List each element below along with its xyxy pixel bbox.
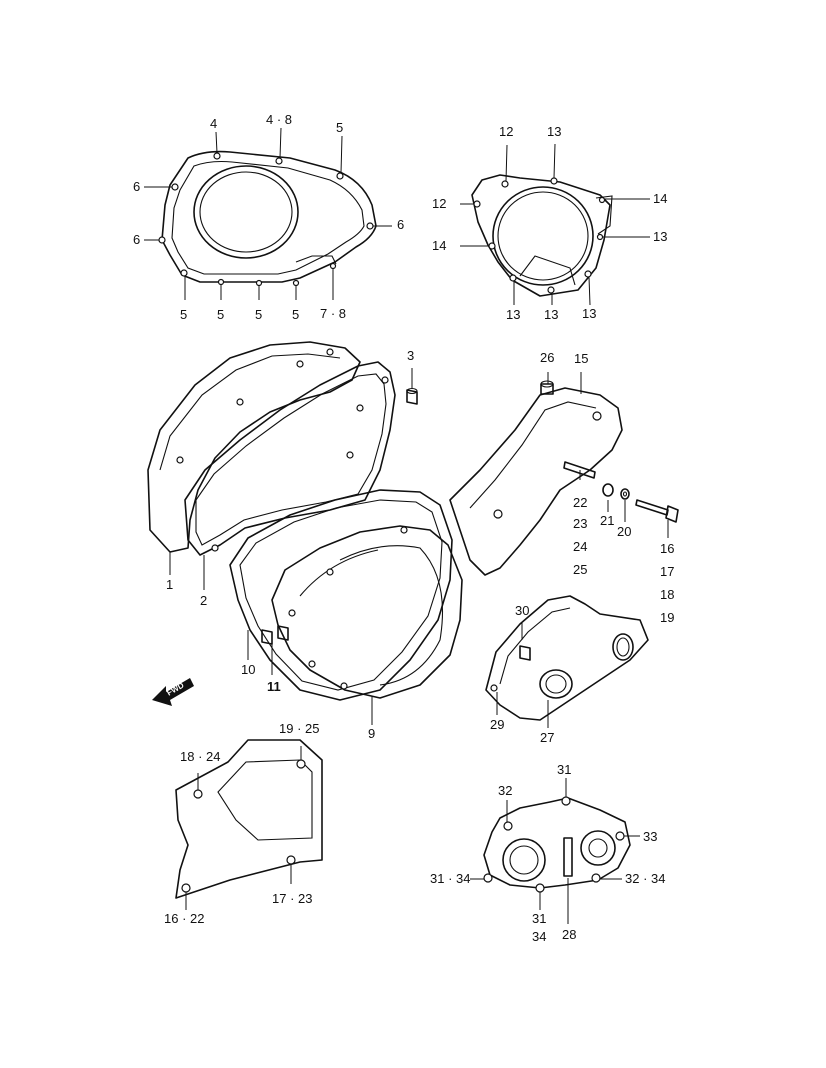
part-label: 11 — [267, 679, 281, 694]
clutch-outer-cover-drawing — [144, 127, 392, 300]
part-label: 5 — [180, 307, 188, 322]
part-label: 16 · 22 — [164, 911, 205, 926]
part-label: 13 — [506, 307, 521, 322]
part-label: 28 — [562, 927, 577, 942]
part-label: 31 · 34 — [430, 871, 471, 886]
part-label: 17 — [660, 564, 675, 579]
part-label: 19 · 25 — [279, 721, 320, 736]
sprocket-plate-drawing — [175, 739, 323, 910]
part-label: 16 — [660, 541, 675, 556]
part-label: 13 — [544, 307, 559, 322]
fwd-arrow-icon: FWD — [152, 678, 194, 706]
part-label: 13 — [582, 306, 597, 321]
part-label: 17 · 23 — [272, 891, 313, 906]
part-label: 5 — [292, 307, 300, 322]
part-label: 10 — [241, 662, 256, 677]
part-label: 19 — [660, 610, 675, 625]
part-label: 15 — [574, 351, 589, 366]
part-label: 9 — [368, 726, 376, 741]
part-label: 5 — [336, 120, 344, 135]
water-pump-cover-drawing — [470, 778, 640, 924]
leader-lines — [169, 368, 669, 728]
part-label: 6 — [133, 179, 141, 194]
part-label: 31 — [557, 762, 572, 777]
part-label: 32 — [498, 783, 513, 798]
part-label: 30 — [515, 603, 530, 618]
part-label: 5 — [255, 307, 263, 322]
part-label: 23 — [573, 516, 588, 531]
part-label: 13 — [653, 229, 668, 244]
part-label: 21 — [600, 513, 615, 528]
part-label: 6 — [133, 232, 141, 247]
part-label: 25 — [573, 562, 588, 577]
part-label: 29 — [490, 717, 505, 732]
part-label: 20 — [617, 524, 632, 539]
part-label: 7 · 8 — [320, 306, 347, 321]
part-label: 13 — [547, 124, 562, 139]
part-label: 4 — [210, 116, 218, 131]
part-label: 4 · 8 — [266, 112, 293, 127]
part-label: 26 — [540, 350, 555, 365]
part-label: 2 — [200, 593, 208, 608]
part-label: 3 — [407, 348, 415, 363]
part-label: 33 — [643, 829, 658, 844]
part-label: 18 · 24 — [180, 749, 221, 764]
part-label: 12 — [432, 196, 447, 211]
part-label: 5 — [217, 307, 225, 322]
part-label: 22 — [573, 495, 588, 510]
crankcase-cover-drawing — [147, 341, 679, 721]
part-label: 12 — [499, 124, 514, 139]
part-label: 32 · 34 — [625, 871, 666, 886]
part-label: 34 — [532, 929, 547, 944]
part-label: 6 — [397, 217, 405, 232]
part-label: 27 — [540, 730, 555, 745]
part-label: 18 — [660, 587, 675, 602]
part-label: 31 — [532, 911, 547, 926]
part-label: 14 — [653, 191, 668, 206]
generator-cover-drawing — [460, 143, 650, 306]
part-label: 1 — [166, 577, 174, 592]
part-label: 24 — [573, 539, 588, 554]
part-label: 14 — [432, 238, 447, 253]
